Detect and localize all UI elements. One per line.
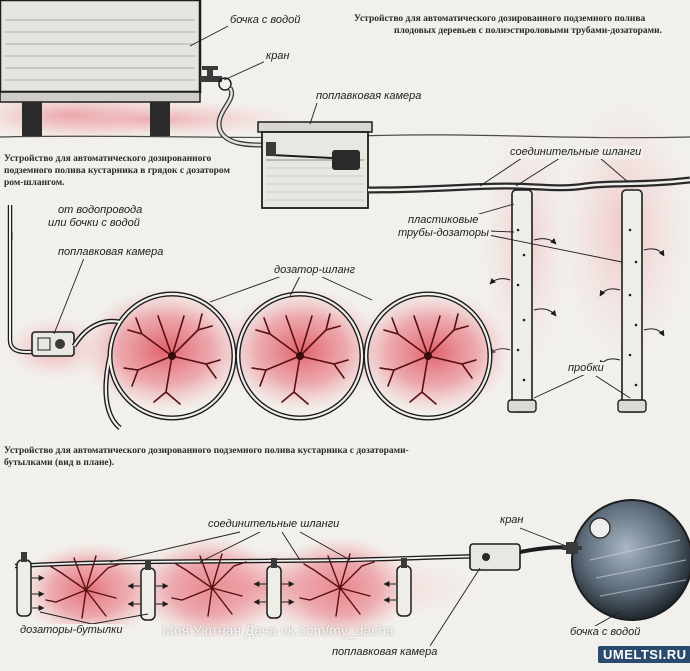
caption-bottles-line2: бутылками (вид в плане). (4, 457, 115, 468)
label-tap: кран (264, 50, 292, 63)
top-scene (0, 0, 690, 413)
float-chamber-middle (31, 331, 75, 357)
caption-bottles-line1: Устройство для автоматического дозирован… (4, 446, 409, 456)
label-barrel-2: бочка с водой (568, 626, 643, 639)
label-from-supply: от водопровода или бочки с водой (46, 204, 145, 230)
caption-beds-line3: ром-шлангом. (4, 177, 65, 188)
label-from-supply-line1: от водопровода (58, 204, 143, 216)
caption-beds-line1: Устройство для автоматического дозирован… (4, 154, 212, 164)
middle-scene (5, 205, 512, 430)
label-plastic-pipes-line2: трубы-дозаторы (398, 226, 490, 239)
label-plastic-pipes: пластиковые трубы-дозаторы (396, 214, 492, 240)
tap-bottom-icon (562, 542, 582, 554)
watermark-site-badge: UMELTSI.RU (598, 646, 690, 663)
caption-trees-line2: плодовых деревьев с полиэстироловыми тру… (394, 25, 662, 36)
label-float-chamber-2: поплавковая камера (56, 246, 166, 259)
shrub-roots-middle (123, 313, 477, 405)
caption-bottles: Устройство для автоматического дозирован… (4, 446, 484, 470)
caption-trees-line1: Устройство для автоматического дозирован… (354, 14, 646, 24)
float-chamber-top (257, 121, 373, 209)
shrub-roots-bottom (45, 553, 375, 619)
bottom-scene (14, 499, 690, 647)
label-dispenser-bottles: дозаторы-бутылки (18, 624, 125, 637)
label-plastic-pipes-line1: пластиковые (408, 214, 479, 226)
label-dispenser-hose: дозатор-шланг (272, 264, 358, 277)
caption-trees: Устройство для автоматического дозирован… (354, 14, 684, 38)
water-barrel (0, 0, 202, 136)
float-chamber-bottom (469, 543, 521, 571)
label-float-chamber: поплавковая камера (314, 90, 424, 103)
caption-beds-line2: подземного полива кустарника в грядок с … (4, 165, 230, 176)
label-connecting-hoses: соединительные шланги (508, 146, 644, 159)
label-from-supply-line2: или бочки с водой (48, 216, 140, 229)
label-plugs: пробки (566, 362, 606, 375)
label-barrel: бочка с водой (228, 14, 303, 27)
leaders-bottom (39, 527, 621, 647)
barrel-top-view (571, 499, 690, 621)
tap-icon (200, 66, 232, 91)
label-connecting-hoses-2: соединительные шланги (206, 518, 342, 531)
pipe-dispensers (489, 189, 665, 413)
leaders-middle (11, 232, 373, 335)
caption-beds: Устройство для автоматического дозирован… (4, 154, 264, 190)
label-tap-2: кран (498, 514, 526, 527)
label-float-chamber-3: поплавковая камера (330, 646, 440, 659)
bottle-dispensers (16, 552, 412, 621)
watermark-community: Моя Уютная Дача vk.com/my_dacha (162, 622, 394, 638)
